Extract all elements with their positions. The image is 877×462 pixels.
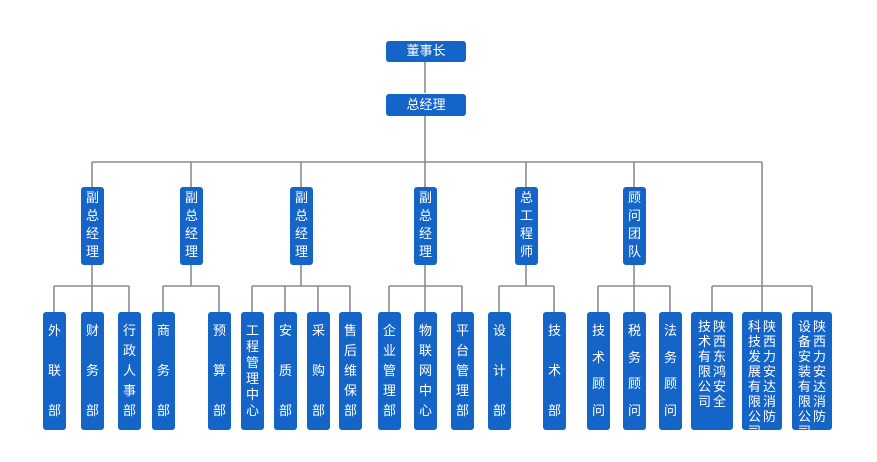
dept-budget-box: 预算部 (208, 312, 231, 430)
dept-legal-advisor-label: 法务顾问 (663, 324, 677, 419)
dept-finance-label: 财务部 (85, 324, 99, 419)
dept-quality-safety-box: 安质部 (274, 312, 297, 430)
dept-enterprise-mgmt-label: 企业管理部 (382, 324, 396, 419)
dept-procurement-box: 采购部 (307, 312, 330, 430)
company-hongan-tech-col-1: 陕西东鸿安全 (713, 320, 727, 410)
company-lida-fire-equip-box: 陕西力安达消防 设备安装有限公司 (792, 312, 832, 440)
company-lida-fire-equip-col-2: 设备安装有限公司 (797, 320, 811, 440)
dept-enterprise-mgmt-box: 企业管理部 (378, 312, 401, 430)
dept-procurement-label: 采购部 (311, 324, 325, 419)
dept-tech-advisor-label: 技术顾问 (591, 324, 605, 419)
company-lida-fire-equip-col-1: 陕西力安达消防 (813, 320, 827, 425)
dept-business-label: 商务部 (156, 324, 170, 419)
dept-admin-hr-box: 行政人事部 (118, 312, 141, 430)
dept-design-label: 设计部 (492, 324, 506, 419)
chairman-label: 董事长 (406, 44, 446, 59)
dept-after-sales-box: 售后维保部 (339, 312, 362, 430)
company-lida-fire-tech-col-2: 科技发展有限公司 (747, 320, 761, 440)
dept-tax-advisor-box: 税务顾问 (623, 312, 646, 430)
vice-general-manager-1-box: 副总经理 (81, 187, 104, 265)
chairman-box: 董事长 (386, 41, 466, 62)
general-manager-box: 总经理 (386, 94, 466, 116)
vice-general-manager-3-label: 副总经理 (294, 191, 308, 260)
company-hongan-tech-box: 陕西东鸿安全 技术有限公司 (691, 312, 733, 430)
dept-external-liaison-box: 外联部 (43, 312, 66, 430)
dept-quality-safety-label: 安质部 (278, 324, 292, 419)
dept-external-liaison-label: 外联部 (47, 324, 61, 419)
company-hongan-tech-col-2: 技术有限公司 (697, 320, 711, 410)
dept-platform-mgmt-label: 平台管理部 (455, 324, 469, 419)
vice-general-manager-3-box: 副总经理 (290, 187, 313, 265)
chief-engineer-box: 总工程师 (515, 187, 538, 265)
dept-budget-label: 预算部 (212, 324, 226, 419)
dept-legal-advisor-box: 法务顾问 (659, 312, 682, 430)
dept-after-sales-label: 售后维保部 (343, 324, 357, 419)
company-lida-fire-tech-col-1: 陕西力安达消防 (763, 320, 777, 425)
chief-engineer-label: 总工程师 (519, 191, 533, 260)
general-manager-label: 总经理 (406, 97, 446, 113)
dept-engineering-mgmt-box: 工程管理中心 (241, 312, 264, 430)
company-lida-fire-tech-box: 陕西力安达消防 科技发展有限公司 (742, 312, 782, 440)
advisory-team-label: 顾问团队 (627, 191, 641, 260)
dept-iot-center-label: 物联网中心 (418, 324, 432, 419)
dept-engineering-mgmt-label: 工程管理中心 (245, 324, 259, 419)
dept-admin-hr-label: 行政人事部 (122, 324, 136, 419)
dept-business-box: 商务部 (152, 312, 175, 430)
vice-general-manager-4-box: 副总经理 (414, 187, 437, 265)
dept-finance-box: 财务部 (81, 312, 104, 430)
vice-general-manager-4-label: 副总经理 (418, 191, 432, 260)
vice-general-manager-2-label: 副总经理 (184, 191, 198, 260)
dept-technical-label: 技术部 (547, 324, 561, 419)
dept-iot-center-box: 物联网中心 (414, 312, 437, 430)
dept-tech-advisor-box: 技术顾问 (587, 312, 610, 430)
dept-technical-box: 技术部 (543, 312, 566, 430)
dept-tax-advisor-label: 税务顾问 (627, 324, 641, 419)
vice-general-manager-2-box: 副总经理 (180, 187, 203, 265)
dept-platform-mgmt-box: 平台管理部 (451, 312, 474, 430)
vice-general-manager-1-label: 副总经理 (85, 191, 99, 260)
advisory-team-box: 顾问团队 (623, 187, 646, 265)
dept-design-box: 设计部 (488, 312, 511, 430)
